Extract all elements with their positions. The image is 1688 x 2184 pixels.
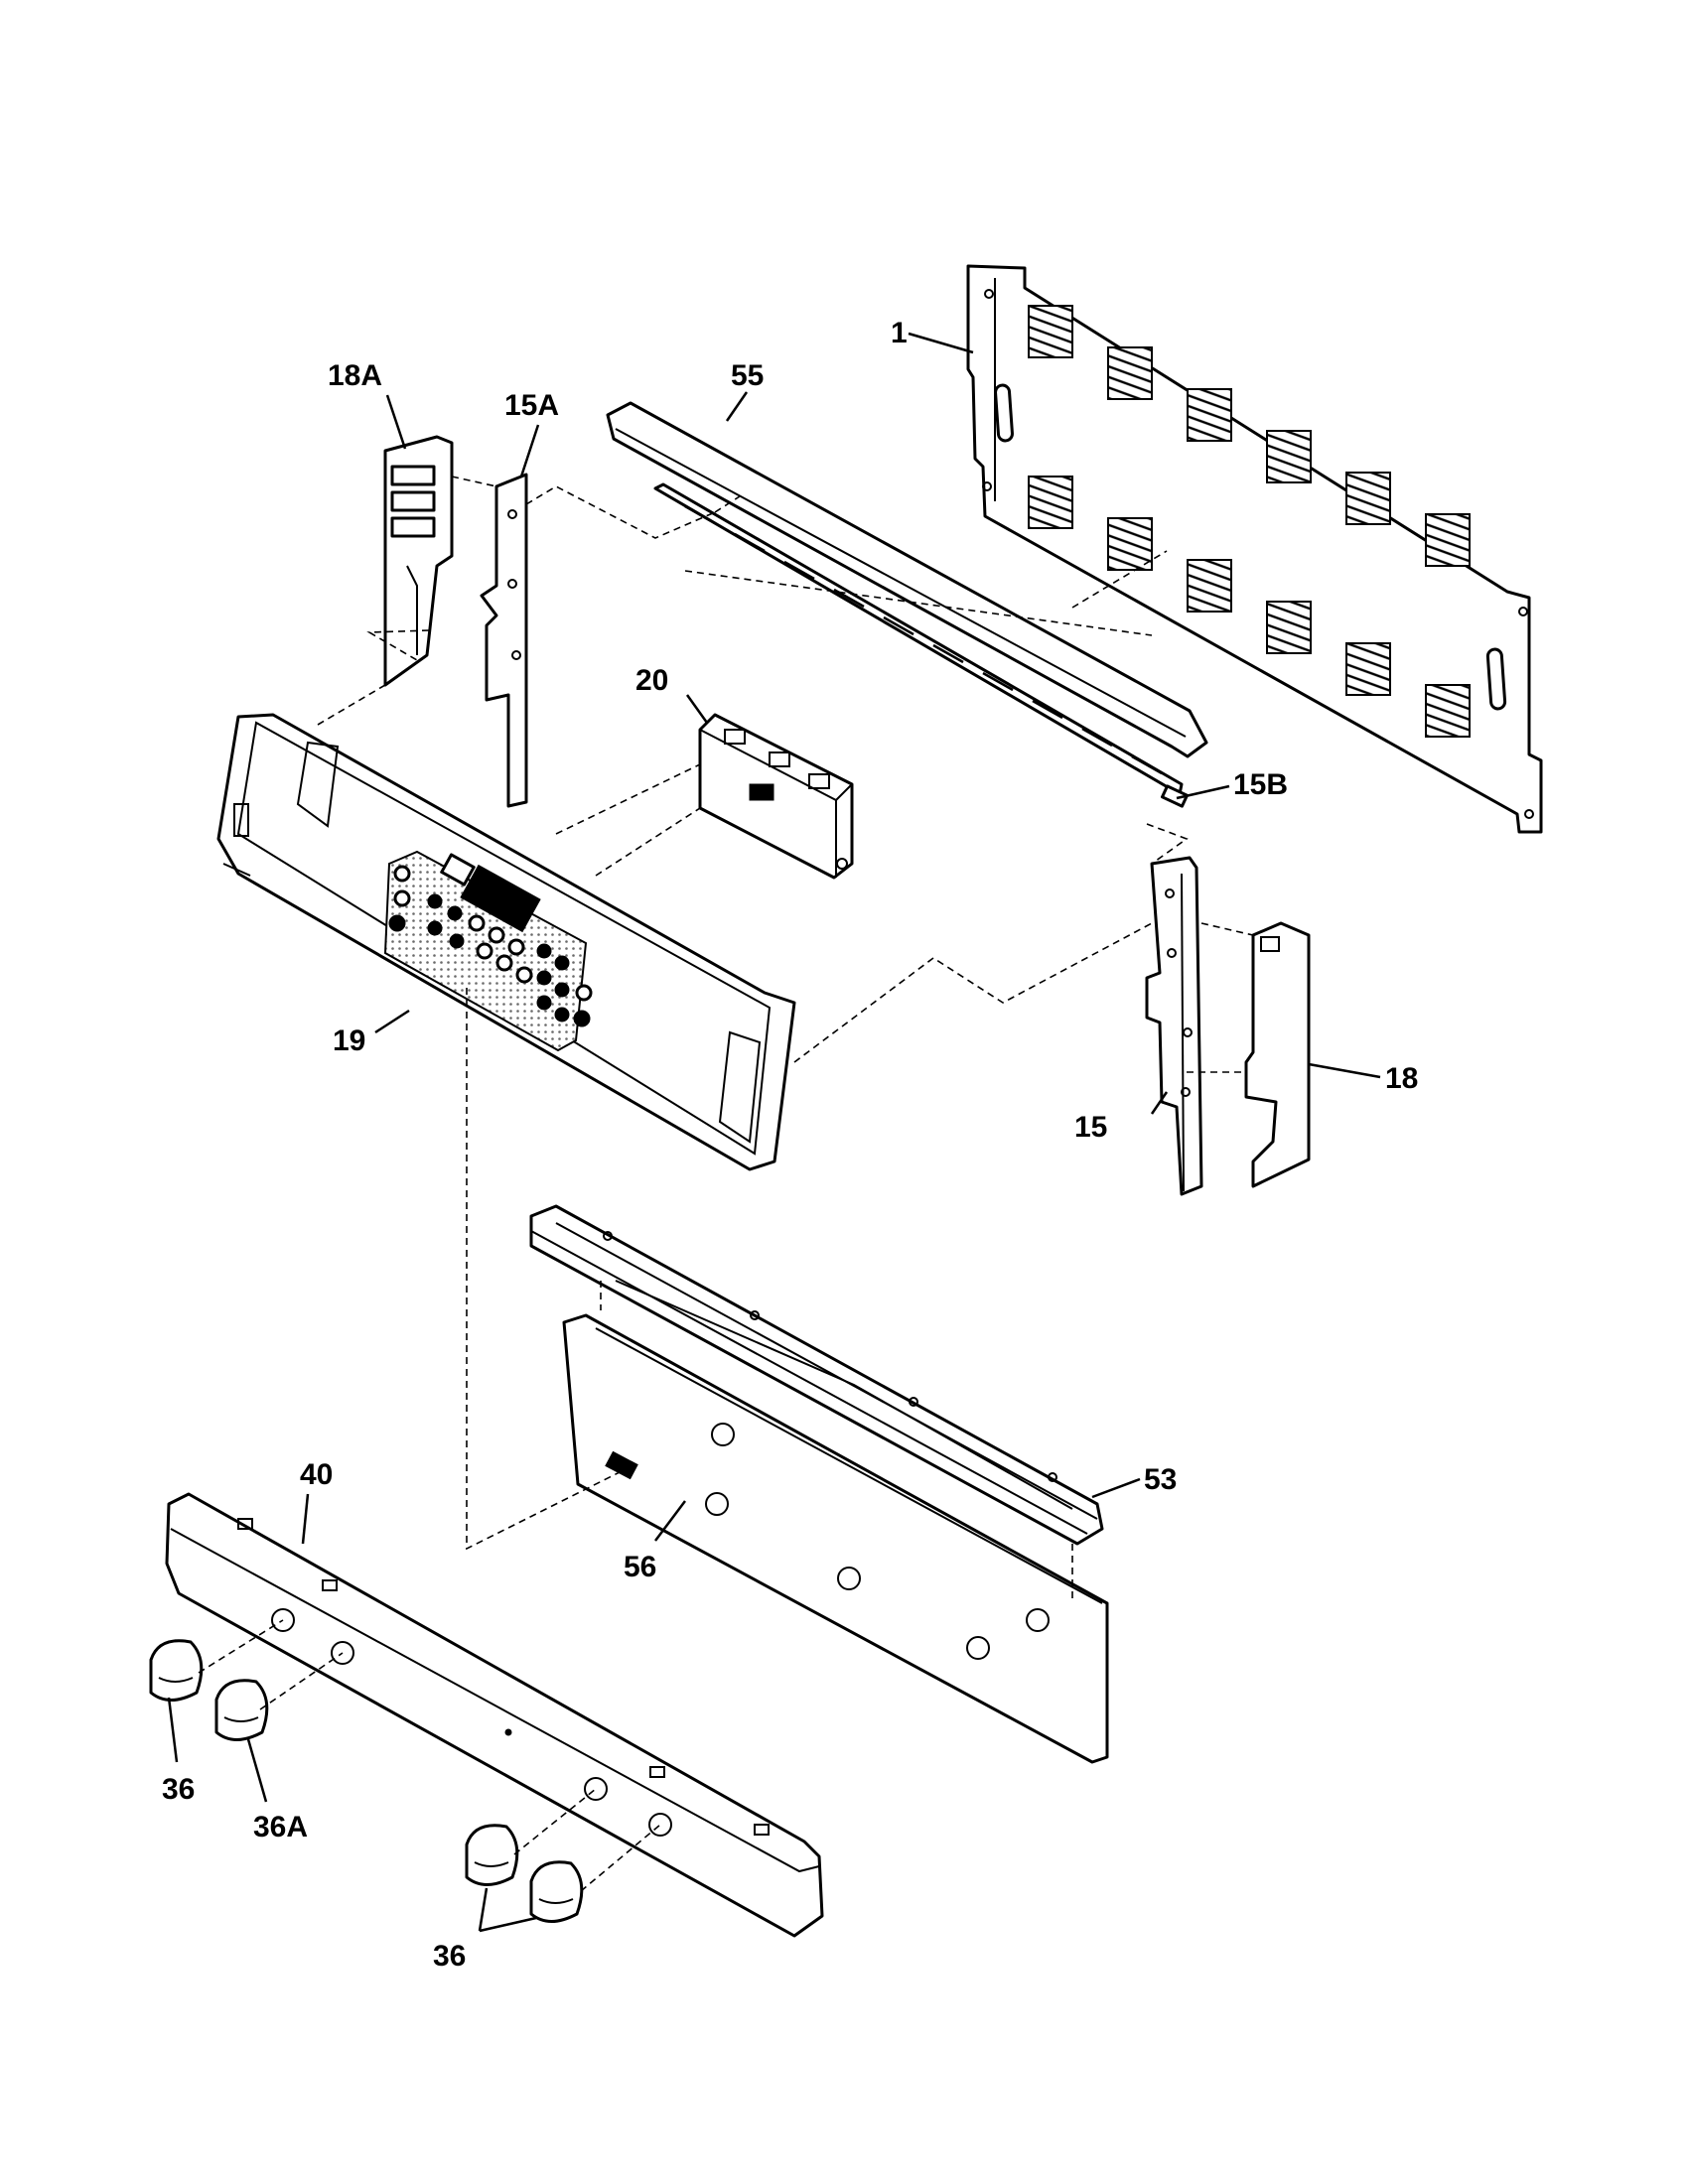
knob-36-right-upper xyxy=(465,1824,519,1886)
callout-18: 18 xyxy=(1385,1062,1418,1095)
callout-40: 40 xyxy=(300,1458,333,1491)
callout-19: 19 xyxy=(333,1024,365,1057)
part-20-electronic-control xyxy=(698,713,854,880)
part-55-top-trim xyxy=(606,401,1208,808)
part-18A-end-bracket xyxy=(383,435,454,687)
knob-36A xyxy=(214,1679,269,1741)
callout-55: 55 xyxy=(731,359,764,392)
part-19-control-panel xyxy=(216,713,796,1171)
keypad-area xyxy=(383,850,593,1052)
vent-slots-upper xyxy=(1028,305,1471,567)
callout-36-left: 36 xyxy=(162,1773,195,1806)
callout-36A: 36A xyxy=(253,1811,308,1843)
knob-36-right-lower xyxy=(529,1860,584,1923)
callout-15: 15 xyxy=(1074,1111,1107,1144)
assembly-dashed-lines xyxy=(198,476,1254,1892)
part-15-side-bracket xyxy=(1145,856,1203,1196)
knob-36-left xyxy=(149,1639,204,1702)
part-56-heat-shield xyxy=(562,1313,1109,1764)
callout-56: 56 xyxy=(624,1551,656,1583)
callout-leader-lines xyxy=(167,332,1381,1933)
callout-36-right: 36 xyxy=(433,1940,466,1973)
part-53-lower-channel xyxy=(529,1204,1104,1546)
callout-15A: 15A xyxy=(504,389,559,422)
callout-labels: 1 18A 15A 55 20 15B 19 15 18 53 56 40 36… xyxy=(162,317,1418,1973)
callout-1: 1 xyxy=(891,317,908,349)
part-1-back-panel xyxy=(966,264,1543,834)
part-15A-side-bracket xyxy=(480,473,528,808)
part-18-end-bracket xyxy=(1244,921,1311,1188)
vent-slots-lower xyxy=(1028,476,1471,738)
callout-15B: 15B xyxy=(1233,768,1288,801)
callout-18A: 18A xyxy=(328,359,382,392)
callout-20: 20 xyxy=(635,664,668,697)
callout-53: 53 xyxy=(1144,1463,1177,1496)
